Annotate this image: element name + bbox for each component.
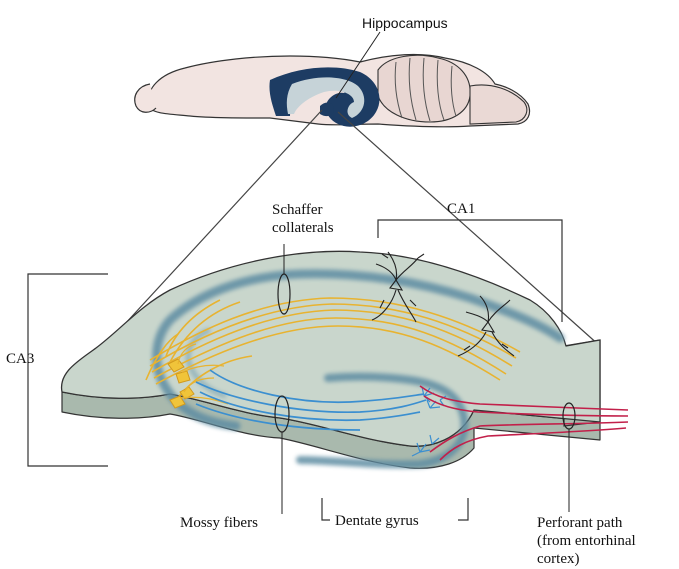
ca3-label: CA3 [6,352,34,367]
perforant-path-label-line2: (from entorhinal [537,534,636,549]
mossy-fibers-label: Mossy fibers [180,516,258,531]
perforant-path-label-line1: Perforant path [537,516,622,531]
schaffer-label-line1: Schaffer [272,203,323,218]
hippocampus-dot [320,103,334,117]
brainstem [470,85,527,124]
rat-brain [135,55,530,127]
schaffer-label-line2: collaterals [272,221,334,236]
dentate-gyrus-label: Dentate gyrus [335,514,419,529]
ca1-label: CA1 [447,202,475,217]
hippocampus-label: Hippocampus [362,16,448,31]
hippocampal-slice [62,251,628,468]
perforant-path-label-line3: cortex) [537,552,579,567]
